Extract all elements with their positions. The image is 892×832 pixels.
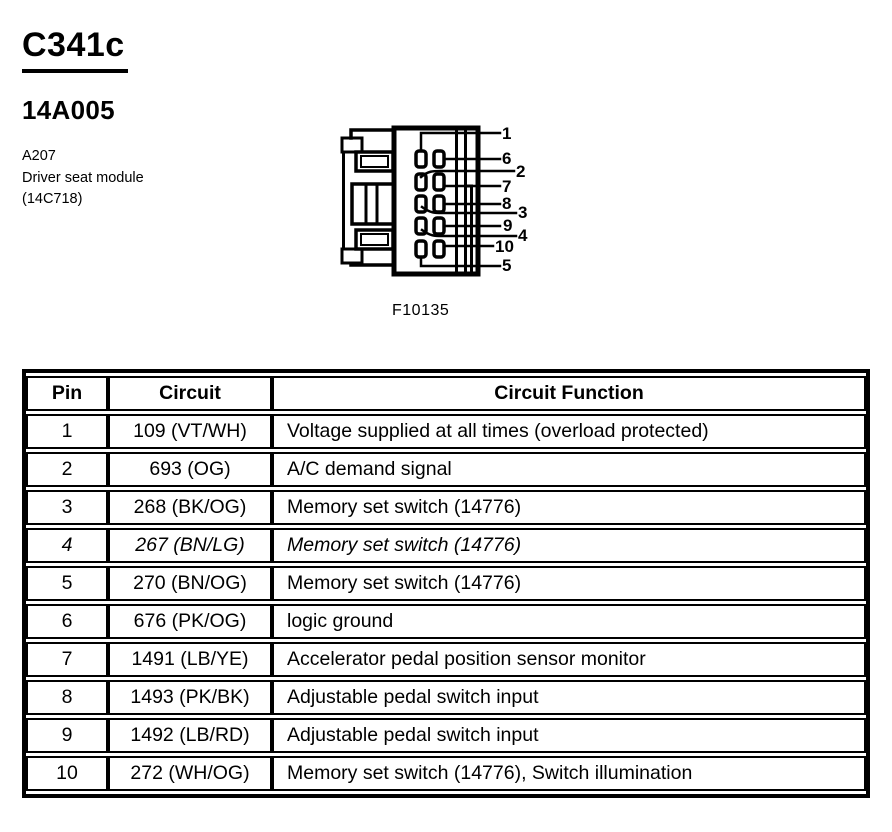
table-row: 1 109 (VT/WH) Voltage supplied at all ti… (26, 414, 866, 449)
pinout-table: Pin Circuit Circuit Function 1 109 (VT/W… (22, 369, 870, 798)
function-cell: Adjustable pedal switch input (272, 680, 866, 715)
latch-tab-bottom (340, 247, 364, 265)
table-row: 8 1493 (PK/BK) Adjustable pedal switch i… (26, 680, 866, 715)
connector-id-title: C341c (22, 28, 128, 73)
circuit-cell: 109 (VT/WH) (108, 414, 272, 449)
circuit-cell: 267 (BN/LG) (108, 528, 272, 563)
pin-cell: 4 (26, 528, 108, 563)
circuit-cell: 268 (BK/OG) (108, 490, 272, 525)
circuit-cell: 272 (WH/OG) (108, 756, 272, 791)
connector-latch (340, 128, 396, 267)
pin-slot (432, 149, 446, 169)
table-row: 5 270 (BN/OG) Memory set switch (14776) (26, 566, 866, 601)
table-header-row: Pin Circuit Circuit Function (26, 376, 866, 411)
pin-cell: 1 (26, 414, 108, 449)
pin-cell: 5 (26, 566, 108, 601)
circuit-cell: 270 (BN/OG) (108, 566, 272, 601)
latch-tab-top (340, 136, 364, 154)
pin-label: 4 (518, 226, 528, 245)
table-row: 10 272 (WH/OG) Memory set switch (14776)… (26, 756, 866, 791)
circuit-cell: 1492 (LB/RD) (108, 718, 272, 753)
leader-pin-2 (419, 169, 516, 179)
table-row: 7 1491 (LB/YE) Accelerator pedal positio… (26, 642, 866, 677)
function-cell: Memory set switch (14776) (272, 566, 866, 601)
pin-label: 1 (502, 124, 511, 143)
pin-label: 2 (516, 162, 525, 181)
connector-diagram: 1 6 2 7 8 3 9 4 10 5 (340, 124, 528, 277)
function-cell: Memory set switch (14776) (272, 528, 866, 563)
circuit-cell: 1491 (LB/YE) (108, 642, 272, 677)
function-cell: A/C demand signal (272, 452, 866, 487)
part-number: 14A005 (22, 95, 115, 125)
pin-header: Pin (26, 376, 108, 411)
leader-pin-1 (419, 131, 502, 153)
location-code: A207 (22, 148, 56, 164)
pin-slot (414, 172, 428, 192)
pin-cell: 6 (26, 604, 108, 639)
component-meta: A207 Driver seat module (14C718) (22, 146, 144, 211)
pin-cell: 9 (26, 718, 108, 753)
pin-slot (414, 149, 428, 169)
function-cell: Accelerator pedal position sensor monito… (272, 642, 866, 677)
pin-slot (432, 239, 446, 259)
connector-channels (455, 129, 473, 273)
figure-caption: F10135 (392, 302, 450, 319)
table-row: 3 268 (BK/OG) Memory set switch (14776) (26, 490, 866, 525)
pin-label: 5 (502, 256, 511, 275)
pin-cell: 8 (26, 680, 108, 715)
pin-labels: 1 6 2 7 8 3 9 4 10 5 (495, 124, 528, 275)
pin-label: 8 (502, 194, 511, 213)
table-row: 6 676 (PK/OG) logic ground (26, 604, 866, 639)
function-cell: Adjustable pedal switch input (272, 718, 866, 753)
leader-pin-3 (420, 205, 518, 215)
pin-label: 3 (518, 203, 527, 222)
connector-body (391, 125, 481, 277)
function-cell: Memory set switch (14776) (272, 490, 866, 525)
leader-pin-4 (420, 228, 518, 238)
circuit-header: Circuit (108, 376, 272, 411)
function-cell: logic ground (272, 604, 866, 639)
pin-label: 7 (502, 177, 511, 196)
pin-slot (432, 194, 446, 214)
pin-label: 10 (495, 237, 514, 256)
function-cell: Memory set switch (14776), Switch illumi… (272, 756, 866, 791)
circuit-cell: 676 (PK/OG) (108, 604, 272, 639)
pin-slot (432, 216, 446, 236)
table-row: 4 267 (BN/LG) Memory set switch (14776) (26, 528, 866, 563)
pin-slots (414, 149, 446, 259)
pin-slot (432, 172, 446, 192)
latch-window (350, 182, 396, 226)
function-cell: Voltage supplied at all times (overload … (272, 414, 866, 449)
leader-pin-5 (419, 255, 502, 268)
circuit-function-header: Circuit Function (272, 376, 866, 411)
pin-cell: 3 (26, 490, 108, 525)
pin-label: 9 (503, 216, 512, 235)
component-name: Driver seat module (22, 169, 144, 186)
pin-label: 6 (502, 149, 511, 168)
pin-cell: 10 (26, 756, 108, 791)
component-base-number: (14C718) (22, 191, 83, 207)
circuit-cell: 693 (OG) (108, 452, 272, 487)
pin-cell: 7 (26, 642, 108, 677)
pin-cell: 2 (26, 452, 108, 487)
pin-leader-lines (419, 131, 518, 268)
table-row: 9 1492 (LB/RD) Adjustable pedal switch i… (26, 718, 866, 753)
circuit-cell: 1493 (PK/BK) (108, 680, 272, 715)
pin-slot (414, 239, 428, 259)
table-row: 2 693 (OG) A/C demand signal (26, 452, 866, 487)
